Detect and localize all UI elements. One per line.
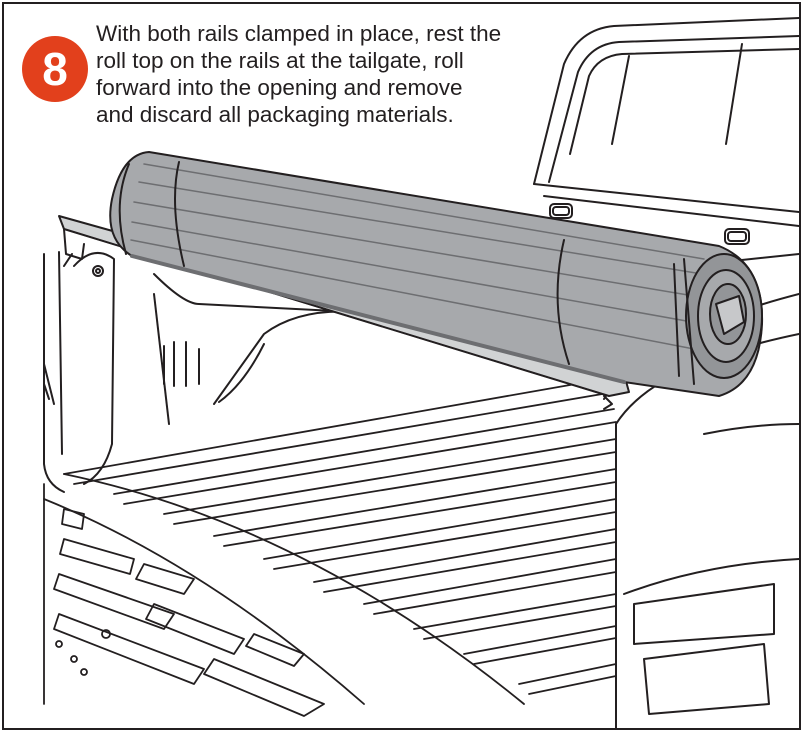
- step-number: 8: [42, 43, 68, 95]
- bed-floor-ribs: [63, 378, 617, 705]
- rolled-cover: [109, 151, 764, 397]
- bed-side-wall: [43, 251, 425, 493]
- tailgate: [43, 483, 365, 717]
- instruction-line: forward into the opening and remove: [96, 75, 463, 100]
- instruction-line: roll top on the rails at the tailgate, r…: [96, 48, 464, 73]
- truck-cab: [533, 17, 799, 245]
- step-instruction-text: With both rails clamped in place, rest t…: [96, 20, 596, 128]
- instruction-line: With both rails clamped in place, rest t…: [96, 21, 502, 46]
- truck-bed-illustration: [43, 17, 799, 728]
- step-number-badge: 8: [22, 36, 88, 102]
- instruction-line: and discard all packaging materials.: [96, 102, 454, 127]
